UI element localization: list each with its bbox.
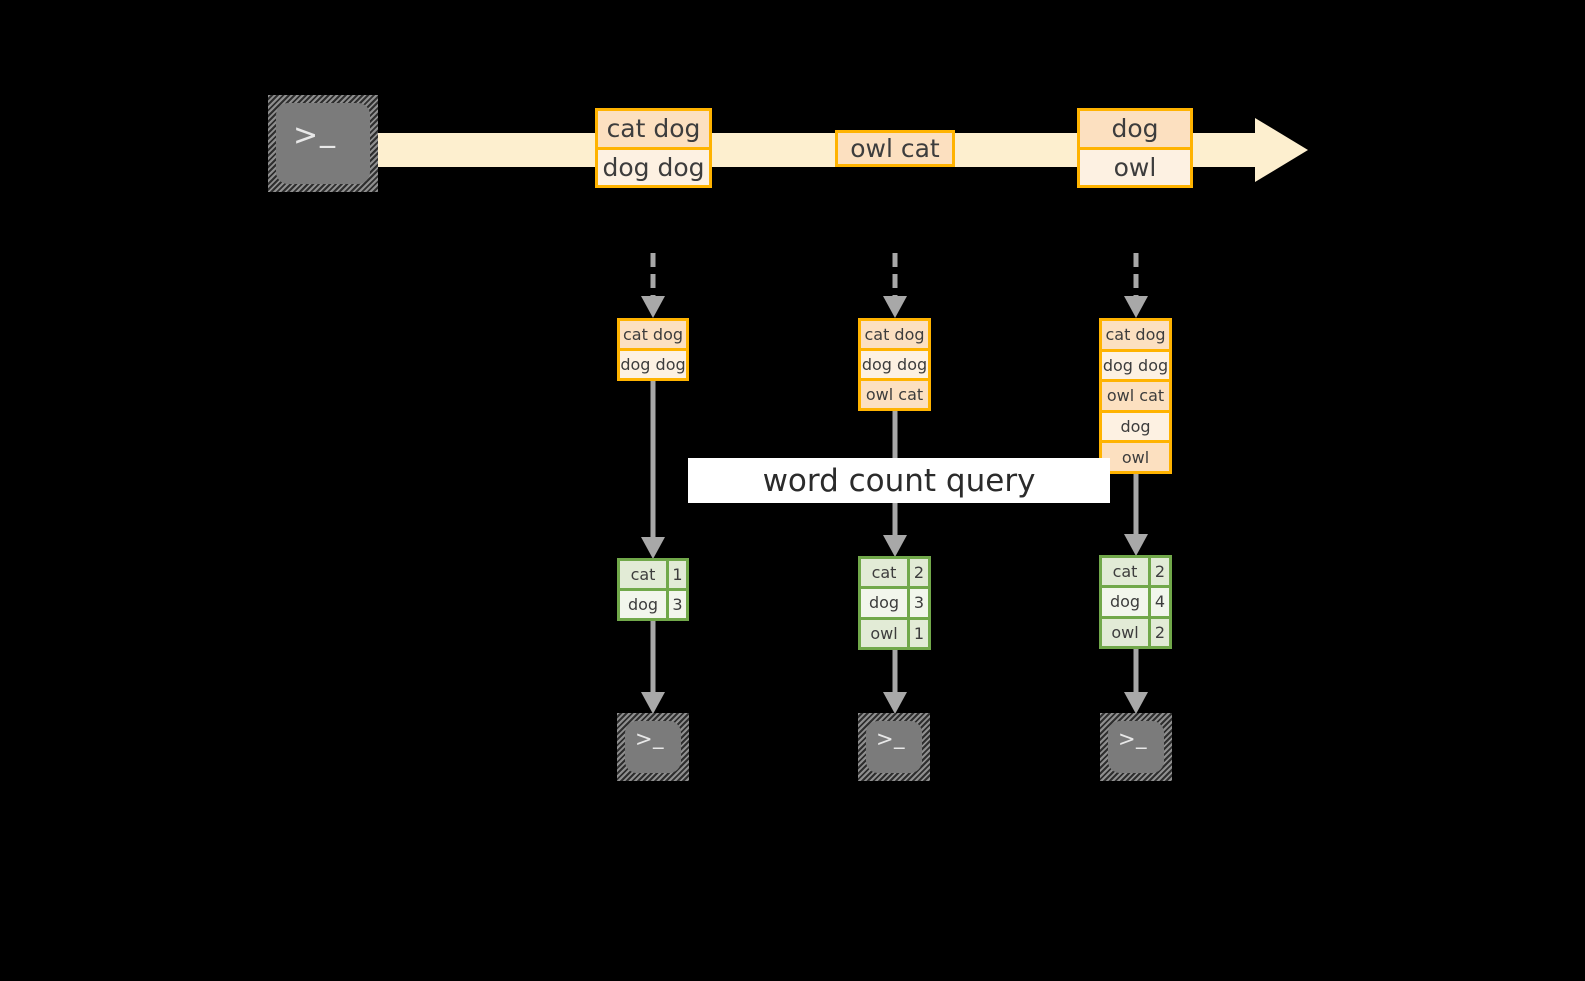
table-row: owl 1 [861, 616, 928, 647]
snapshot-input-line: cat dog [620, 321, 686, 348]
snapshot-input-line: owl cat [1102, 379, 1169, 410]
count-word: owl [1102, 618, 1148, 646]
terminal-chevron-icon: > [876, 727, 894, 751]
count-value: 2 [1148, 618, 1169, 646]
record-line: cat dog [598, 111, 709, 147]
terminal-body: > _ [866, 721, 922, 773]
stream-record-2[interactable]: owl cat [835, 130, 955, 167]
record-line: dog dog [598, 146, 709, 185]
counts-table-3[interactable]: cat 2 dog 4 owl 2 [1099, 555, 1172, 649]
record-line: dog [1080, 111, 1190, 147]
sink-terminal-icon-3[interactable]: > _ [1100, 713, 1172, 781]
table-row: cat 2 [861, 559, 928, 587]
snapshot-input-line: dog dog [861, 348, 928, 378]
snapshot-input-line: dog dog [620, 348, 686, 378]
table-row: dog 4 [1102, 585, 1169, 616]
sink-terminal-icon-1[interactable]: > _ [617, 713, 689, 781]
terminal-chevron-icon: > [1118, 727, 1136, 751]
count-word: dog [861, 589, 907, 617]
snapshot-to-counts-arrow-1 [641, 381, 665, 559]
counts-to-sink-arrow-3 [1124, 649, 1148, 714]
snapshot-input-line: dog dog [1102, 348, 1169, 380]
table-row: dog 3 [861, 586, 928, 617]
record-line: owl [1080, 146, 1190, 185]
terminal-cursor-icon: _ [320, 114, 335, 149]
count-value: 3 [666, 591, 686, 618]
count-value: 2 [907, 559, 928, 587]
snapshot-input-line: cat dog [861, 321, 928, 348]
count-value: 1 [666, 561, 686, 588]
stream-to-snapshot-arrow-1 [641, 253, 665, 318]
terminal-chevron-icon: > [293, 118, 319, 153]
snapshot-input-line: dog [1102, 409, 1169, 441]
terminal-cursor-icon: _ [894, 725, 905, 749]
count-word: cat [620, 561, 666, 588]
count-value: 1 [907, 619, 928, 647]
terminal-body: > _ [276, 103, 370, 184]
source-terminal-icon[interactable]: > _ [268, 95, 378, 192]
table-row: dog 3 [620, 588, 686, 618]
query-label: word count query [688, 458, 1110, 503]
snapshot-input-3[interactable]: cat dog dog dog owl cat dog owl [1099, 318, 1172, 474]
sink-terminal-icon-2[interactable]: > _ [858, 713, 930, 781]
count-word: cat [861, 559, 907, 587]
stream-record-1[interactable]: cat dog dog dog [595, 108, 712, 188]
table-row: cat 2 [1102, 558, 1169, 586]
counts-table-1[interactable]: cat 1 dog 3 [617, 558, 689, 621]
count-value: 3 [907, 589, 928, 617]
snapshot-input-line: cat dog [1102, 321, 1169, 349]
stream-to-snapshot-arrow-2 [883, 253, 907, 318]
snapshot-input-line: owl cat [861, 378, 928, 408]
count-value: 2 [1148, 558, 1169, 586]
terminal-body: > _ [625, 721, 681, 773]
count-word: cat [1102, 558, 1148, 586]
snapshot-input-2[interactable]: cat dog dog dog owl cat [858, 318, 931, 411]
table-row: cat 1 [620, 561, 686, 588]
count-word: dog [620, 591, 666, 618]
count-word: dog [1102, 588, 1148, 616]
snapshot-input-1[interactable]: cat dog dog dog [617, 318, 689, 381]
terminal-chevron-icon: > [635, 727, 653, 751]
terminal-cursor-icon: _ [653, 725, 664, 749]
snapshot-input-line: owl [1102, 440, 1169, 471]
table-row: owl 2 [1102, 615, 1169, 646]
stream-to-snapshot-arrow-3 [1124, 253, 1148, 318]
terminal-cursor-icon: _ [1136, 725, 1147, 749]
stream-arrowhead [1255, 118, 1308, 182]
terminal-body: > _ [1108, 721, 1164, 773]
count-word: owl [861, 619, 907, 647]
counts-to-sink-arrow-2 [883, 650, 907, 714]
stream-record-3[interactable]: dog owl [1077, 108, 1193, 188]
counts-to-sink-arrow-1 [641, 621, 665, 714]
record-line: owl cat [838, 133, 952, 164]
snapshot-to-counts-arrow-3 [1124, 474, 1148, 556]
count-value: 4 [1148, 588, 1169, 616]
counts-table-2[interactable]: cat 2 dog 3 owl 1 [858, 556, 931, 650]
